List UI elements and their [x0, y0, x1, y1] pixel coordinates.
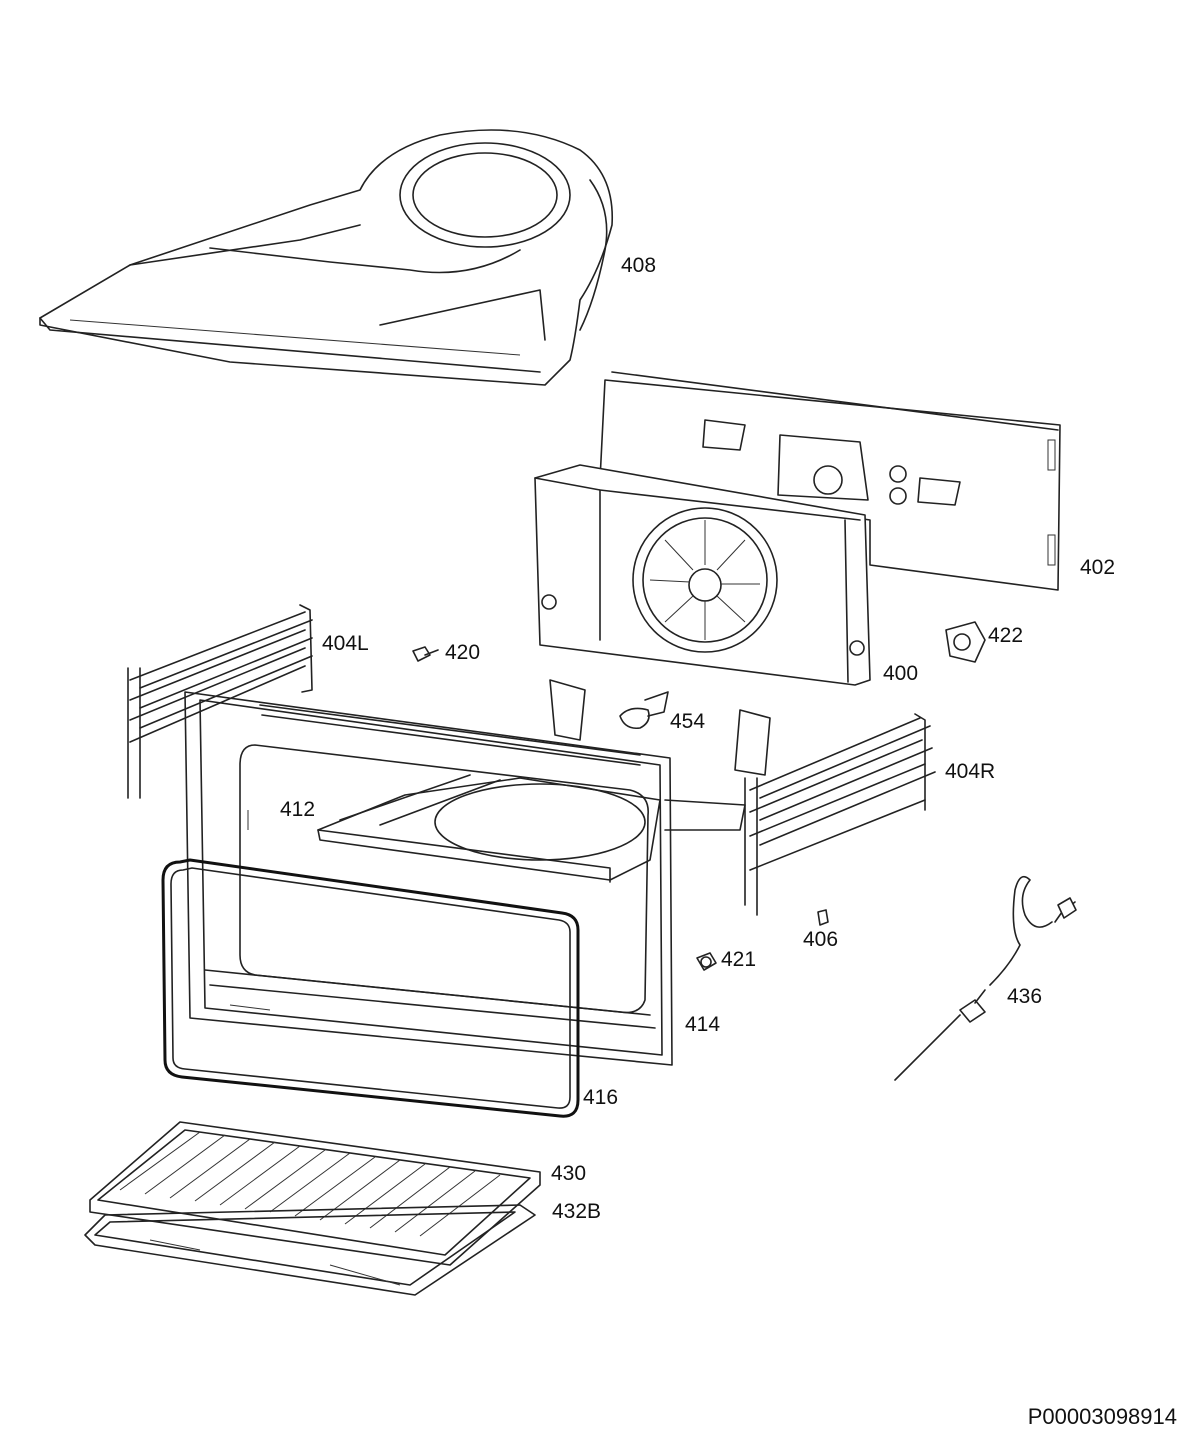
- part-406-clip: [817, 909, 829, 926]
- callout-420: 420: [445, 641, 480, 664]
- callout-430: 430: [551, 1162, 586, 1185]
- callout-422: 422: [988, 624, 1023, 647]
- part-454-lamp-glass: [619, 691, 669, 730]
- document-id: P00003098914: [1028, 1404, 1177, 1429]
- callout-412: 412: [280, 798, 315, 821]
- callout-402: 402: [1080, 556, 1115, 579]
- part-404L-left-shelf-support: [127, 604, 313, 799]
- callout-400: 400: [883, 662, 918, 685]
- callout-404R: 404R: [945, 760, 995, 783]
- part-422-lamp-holder: [945, 621, 986, 663]
- part-404R-right-shelf-support: [744, 713, 936, 916]
- callout-414: 414: [685, 1013, 720, 1036]
- part-432B-tray: [84, 1204, 536, 1296]
- part-408-top-cover: [39, 129, 614, 386]
- callout-432B: 432B: [552, 1200, 601, 1223]
- callout-421: 421: [721, 948, 756, 971]
- callout-408: 408: [621, 254, 656, 277]
- callout-404L: 404L: [322, 632, 369, 655]
- part-436-probe: [894, 875, 1077, 1081]
- callout-406: 406: [803, 928, 838, 951]
- part-412-cavity: [317, 679, 771, 883]
- callout-416: 416: [583, 1086, 618, 1109]
- part-400-fan-cover: [534, 464, 871, 686]
- part-430-wire-rack: [89, 1121, 541, 1266]
- part-416-door-seal: [161, 858, 580, 1118]
- part-421-bulb: [696, 952, 717, 971]
- callout-454: 454: [670, 710, 705, 733]
- callout-436: 436: [1007, 985, 1042, 1008]
- part-414-front-frame: [184, 691, 673, 1066]
- part-402-rear-panel: [599, 371, 1061, 591]
- part-420-screw: [412, 646, 439, 662]
